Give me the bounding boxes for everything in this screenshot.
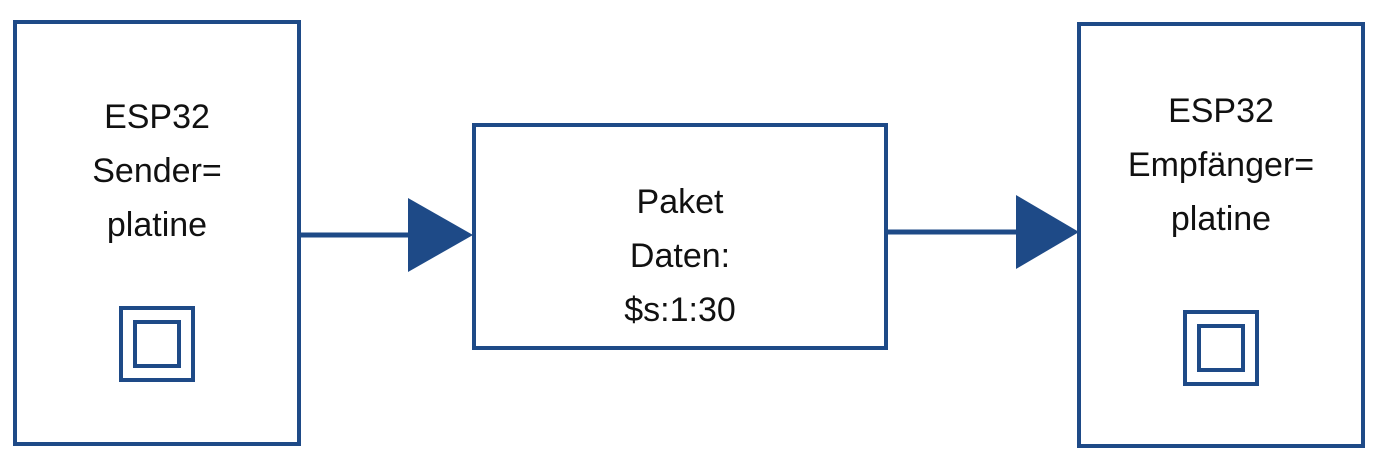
receiver-node: ESP32 Empfänger= platine	[1077, 22, 1365, 448]
packet-label: Paket Daten: $s:1:30	[476, 175, 884, 337]
sender-node: ESP32 Sender= platine	[13, 20, 301, 446]
sender-label-line-2: Sender=	[92, 152, 222, 190]
sender-label: ESP32 Sender= platine	[17, 90, 297, 252]
arrowhead-sender-to-packet	[408, 198, 473, 272]
packet-label-line-3: $s:1:30	[624, 291, 736, 329]
receiver-label: ESP32 Empfänger= platine	[1081, 84, 1361, 246]
packet-node: Paket Daten: $s:1:30	[472, 123, 888, 350]
chip-icon	[1183, 310, 1259, 386]
sender-label-line-3: platine	[106, 206, 208, 244]
receiver-label-line-3: platine	[1170, 200, 1272, 238]
arrowhead-packet-to-receiver	[1016, 195, 1079, 269]
receiver-label-line-2: Empfänger=	[1127, 146, 1315, 184]
sender-label-line-1: ESP32	[104, 98, 210, 136]
packet-label-line-1: Paket	[636, 183, 724, 221]
packet-label-line-2: Daten:	[629, 237, 731, 275]
chip-icon	[119, 306, 195, 382]
receiver-label-line-1: ESP32	[1168, 92, 1274, 130]
